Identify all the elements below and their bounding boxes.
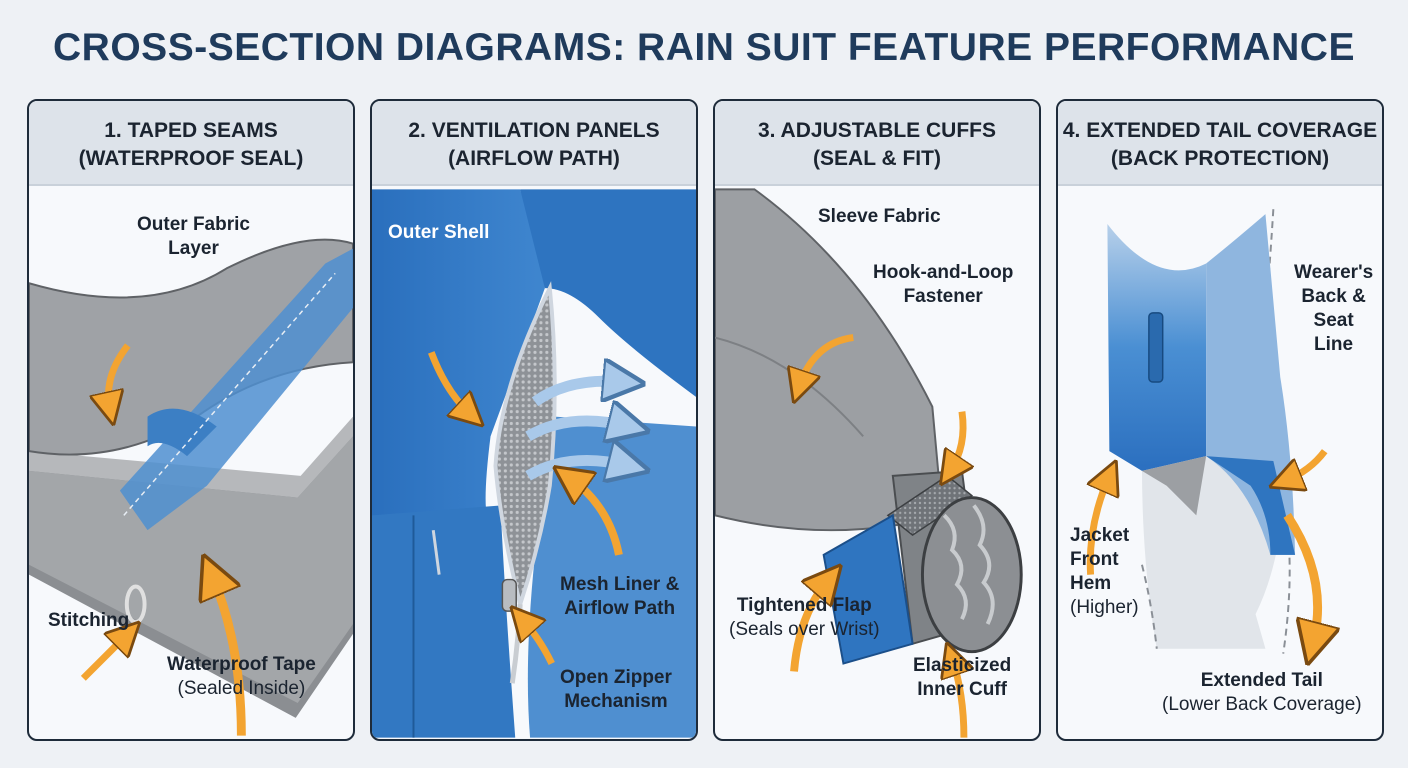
zipper-pull bbox=[502, 580, 516, 612]
label-back-seat: Wearer's Back & Seat Line bbox=[1294, 261, 1373, 357]
page-title: CROSS-SECTION DIAGRAMS: RAIN SUIT FEATUR… bbox=[0, 26, 1408, 70]
zipper-track bbox=[512, 604, 520, 683]
panel-heading: 4. EXTENDED TAIL COVERAGE (BACK PROTECTI… bbox=[1058, 101, 1382, 186]
arrow-stitching bbox=[83, 634, 127, 678]
label-sleeve-fabric: Sleeve Fabric bbox=[818, 205, 941, 229]
heading-line-2: (WATERPROOF SEAL) bbox=[29, 145, 353, 173]
heading-line-2: (AIRFLOW PATH) bbox=[372, 145, 696, 173]
heading-line-1: 1. TAPED SEAMS bbox=[29, 117, 353, 145]
label-outer-shell: Outer Shell bbox=[388, 221, 489, 245]
label-front-hem: Jacket Front Hem (Higher) bbox=[1070, 524, 1139, 620]
heading-line-2: (BACK PROTECTION) bbox=[1058, 145, 1382, 173]
label-waterproof-tape: Waterproof Tape (Sealed Inside) bbox=[167, 653, 316, 701]
panel-heading: 2. VENTILATION PANELS (AIRFLOW PATH) bbox=[372, 101, 696, 186]
label-hook-loop: Hook-and-Loop Fastener bbox=[873, 261, 1013, 309]
heading-line-2: (SEAL & FIT) bbox=[715, 145, 1039, 173]
label-tightened-flap: Tightened Flap (Seals over Wrist) bbox=[729, 594, 880, 642]
ventilation-illustration bbox=[372, 186, 696, 741]
arrow-hook-loop bbox=[950, 412, 963, 471]
panel-adjustable-cuffs: 3. ADJUSTABLE CUFFS (SEAL & FIT) Sleeve … bbox=[713, 99, 1041, 741]
panel-ventilation: 2. VENTILATION PANELS (AIRFLOW PATH) Out… bbox=[370, 99, 698, 741]
label-outer-fabric: Outer Fabric Layer bbox=[137, 213, 250, 261]
arrow-back-seat bbox=[1285, 451, 1325, 481]
heading-line-1: 2. VENTILATION PANELS bbox=[372, 117, 696, 145]
heading-line-1: 4. EXTENDED TAIL COVERAGE bbox=[1058, 117, 1382, 145]
label-open-zipper: Open Zipper Mechanism bbox=[560, 666, 672, 714]
panel-taped-seams: 1. TAPED SEAMS (WATERPROOF SEAL) Outer F… bbox=[27, 99, 355, 741]
heading-line-1: 3. ADJUSTABLE CUFFS bbox=[715, 117, 1039, 145]
label-extended-tail: Extended Tail (Lower Back Coverage) bbox=[1162, 669, 1362, 717]
label-elastic-cuff: Elasticized Inner Cuff bbox=[913, 654, 1011, 702]
elastic-inner-cuff bbox=[922, 498, 1021, 652]
panel-heading: 1. TAPED SEAMS (WATERPROOF SEAL) bbox=[29, 101, 353, 186]
panel-extended-tail: 4. EXTENDED TAIL COVERAGE (BACK PROTECTI… bbox=[1056, 99, 1384, 741]
side-pocket bbox=[1149, 313, 1163, 382]
label-mesh-liner: Mesh Liner & Airflow Path bbox=[560, 573, 679, 621]
jacket-lower-left bbox=[372, 505, 515, 737]
panel-heading: 3. ADJUSTABLE CUFFS (SEAL & FIT) bbox=[715, 101, 1039, 186]
label-stitching: Stitching bbox=[48, 609, 129, 633]
